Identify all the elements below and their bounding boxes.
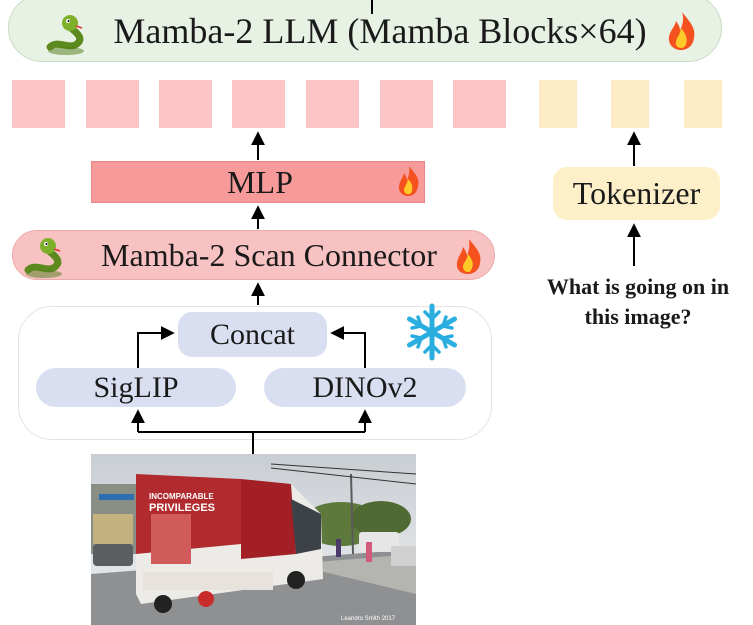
image-token (306, 80, 359, 128)
siglip-encoder: SigLIP (36, 368, 236, 407)
image-token (159, 80, 212, 128)
input-image: INCOMPARABLE PRIVILEGES Leandro Smith 20… (91, 454, 416, 625)
text-token (539, 80, 577, 128)
tokenizer-block: Tokenizer (553, 167, 720, 220)
connector-label: Mamba-2 Scan Connector (101, 236, 437, 273)
llm-title: Mamba-2 LLM (Mamba Blocks×64) (113, 11, 647, 51)
bus-photo: INCOMPARABLE PRIVILEGES Leandro Smith 20… (91, 454, 416, 625)
photo-watermark: Leandro Smith 2017 (341, 616, 396, 622)
concat-block: Concat (178, 312, 327, 357)
mlp-projector (91, 161, 425, 203)
image-token (86, 80, 139, 128)
mlp-label: MLP (227, 163, 293, 200)
question-line-2: this image? (584, 304, 692, 329)
llm-block (8, 0, 722, 62)
question-line-1: What is going on in (546, 274, 730, 299)
image-token (453, 80, 506, 128)
dinov2-encoder: DINOv2 (264, 368, 466, 407)
bus-ad-line-1: INCOMPARABLE (149, 492, 214, 501)
text-token (611, 80, 649, 128)
input-question: What is going on in this image? (518, 272, 753, 332)
scan-connector (12, 230, 495, 280)
image-token (232, 80, 285, 128)
image-token (12, 80, 65, 128)
text-token (684, 80, 722, 128)
image-token (380, 80, 433, 128)
bus-ad-line-2: PRIVILEGES (149, 502, 215, 514)
